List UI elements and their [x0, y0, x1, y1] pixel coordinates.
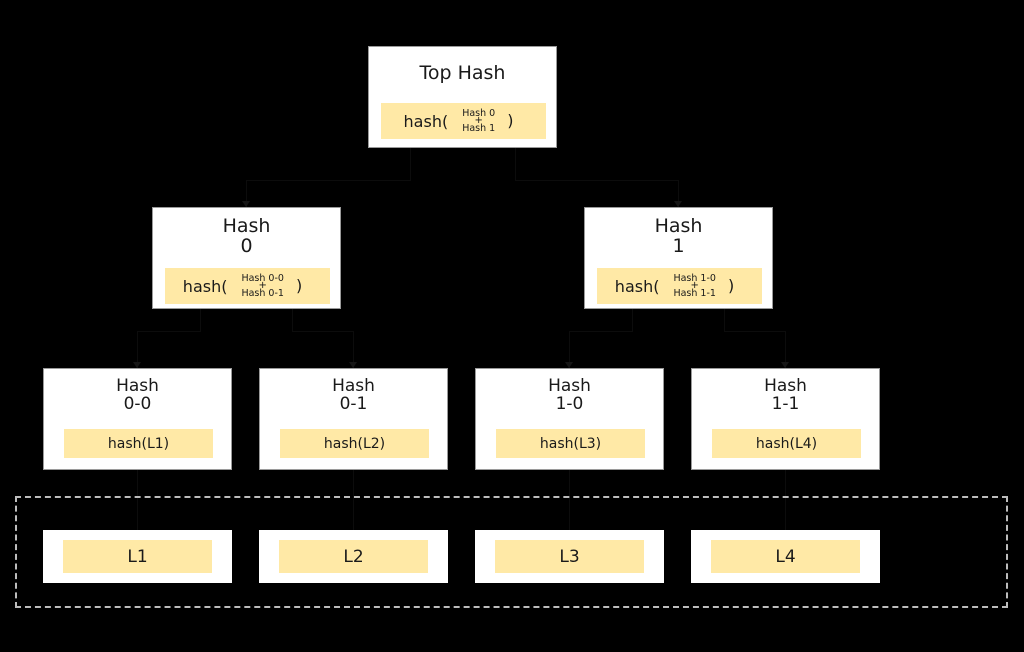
hash-1-formula: hash( Hash 1-0 + Hash 1-1 ) — [597, 268, 762, 304]
edge-hash1-to-h11 — [724, 309, 725, 331]
hash-0-operator: + — [258, 280, 267, 291]
edge-l3-to-h10 — [569, 470, 570, 530]
node-data-block-l1[interactable]: L1 — [43, 530, 232, 583]
node-hash-0-0[interactable]: Hash 0-0 hash(L1) — [43, 368, 232, 470]
hash-1-operator: + — [690, 280, 699, 291]
hash-0-operand-b: Hash 0-1 — [241, 288, 284, 299]
hash-0-formula-close: ) — [295, 276, 303, 295]
edge-down-h10 — [569, 331, 570, 368]
edge-hash1-h-right — [724, 331, 786, 332]
data-block-l3-label: L3 — [495, 540, 644, 573]
hash-0-1-value: hash(L2) — [280, 429, 429, 458]
node-hash-1[interactable]: Hash 1 hash( Hash 1-0 + Hash 1-1 ) — [584, 207, 773, 309]
edge-hash1-to-h10 — [632, 309, 633, 331]
node-top-hash[interactable]: Top Hash hash( Hash 0 + Hash 1 ) — [368, 46, 557, 148]
edge-down-h00 — [137, 331, 138, 368]
top-hash-formula-close: ) — [507, 111, 514, 130]
node-data-block-l4[interactable]: L4 — [691, 530, 880, 583]
hash-1-formula-lead: hash( — [614, 276, 660, 296]
top-hash-formula: hash( Hash 0 + Hash 1 ) — [381, 103, 546, 139]
hash-0-formula: hash( Hash 0-0 + Hash 0-1 ) — [165, 268, 330, 304]
node-hash-1-0[interactable]: Hash 1-0 hash(L3) — [475, 368, 664, 470]
arrow-tip-h01 — [349, 362, 357, 368]
node-hash-0[interactable]: Hash 0 hash( Hash 0-0 + Hash 0-1 ) — [152, 207, 341, 309]
node-data-block-l2[interactable]: L2 — [259, 530, 448, 583]
edge-top-to-hash1 — [515, 148, 516, 180]
hash-0-0-value: hash(L1) — [64, 429, 213, 458]
hash-1-operand-a: Hash 1-0 — [673, 272, 716, 284]
arrow-tip-hash0 — [242, 201, 250, 207]
edge-l4-to-h11 — [785, 470, 786, 530]
edge-top-h-right — [515, 180, 679, 181]
node-hash-1-1[interactable]: Hash 1-1 hash(L4) — [691, 368, 880, 470]
data-blocks-group — [15, 496, 1008, 608]
arrow-tip-h11 — [781, 362, 789, 368]
hash-0-0-title: Hash 0-0 — [116, 376, 159, 414]
hash-0-title: Hash 0 — [222, 215, 271, 257]
edge-hash0-h-right — [292, 331, 354, 332]
edge-hash1-h-left — [569, 331, 633, 332]
top-hash-operator: + — [474, 115, 483, 126]
top-hash-formula-lead: hash( — [403, 111, 449, 131]
top-hash-operand-a: Hash 0 — [462, 107, 496, 119]
hash-1-formula-close: ) — [727, 276, 735, 295]
edge-down-hash0 — [246, 180, 247, 207]
node-data-block-l3[interactable]: L3 — [475, 530, 664, 583]
hash-1-operand-b: Hash 1-1 — [673, 288, 716, 299]
hash-0-operand-a: Hash 0-0 — [241, 272, 284, 284]
arrow-tip-h00 — [133, 362, 141, 368]
edge-top-h-left — [246, 180, 411, 181]
edge-l2-to-h01 — [353, 470, 354, 530]
data-block-l4-label: L4 — [711, 540, 860, 573]
hash-1-0-title: Hash 1-0 — [548, 376, 591, 414]
hash-1-1-value: hash(L4) — [712, 429, 861, 458]
data-block-l2-label: L2 — [279, 540, 428, 573]
edge-top-to-hash0 — [410, 148, 411, 180]
arrow-tip-hash1 — [674, 201, 682, 207]
data-block-l1-label: L1 — [63, 540, 212, 573]
edge-hash0-h-left — [137, 331, 201, 332]
edge-hash0-to-h01 — [292, 309, 293, 331]
hash-1-title: Hash 1 — [654, 215, 703, 257]
hash-0-formula-lead: hash( — [182, 276, 228, 296]
hash-0-1-title: Hash 0-1 — [332, 376, 375, 414]
top-hash-operand-b: Hash 1 — [462, 123, 496, 134]
hash-1-1-title: Hash 1-1 — [764, 376, 807, 414]
hash-1-0-value: hash(L3) — [496, 429, 645, 458]
arrow-tip-h10 — [565, 362, 573, 368]
edge-hash0-to-h00 — [200, 309, 201, 331]
edge-down-h01 — [353, 331, 354, 368]
top-hash-title: Top Hash — [419, 62, 506, 84]
node-hash-0-1[interactable]: Hash 0-1 hash(L2) — [259, 368, 448, 470]
edge-l1-to-h00 — [137, 470, 138, 530]
edge-down-hash1 — [678, 180, 679, 207]
edge-down-h11 — [785, 331, 786, 368]
